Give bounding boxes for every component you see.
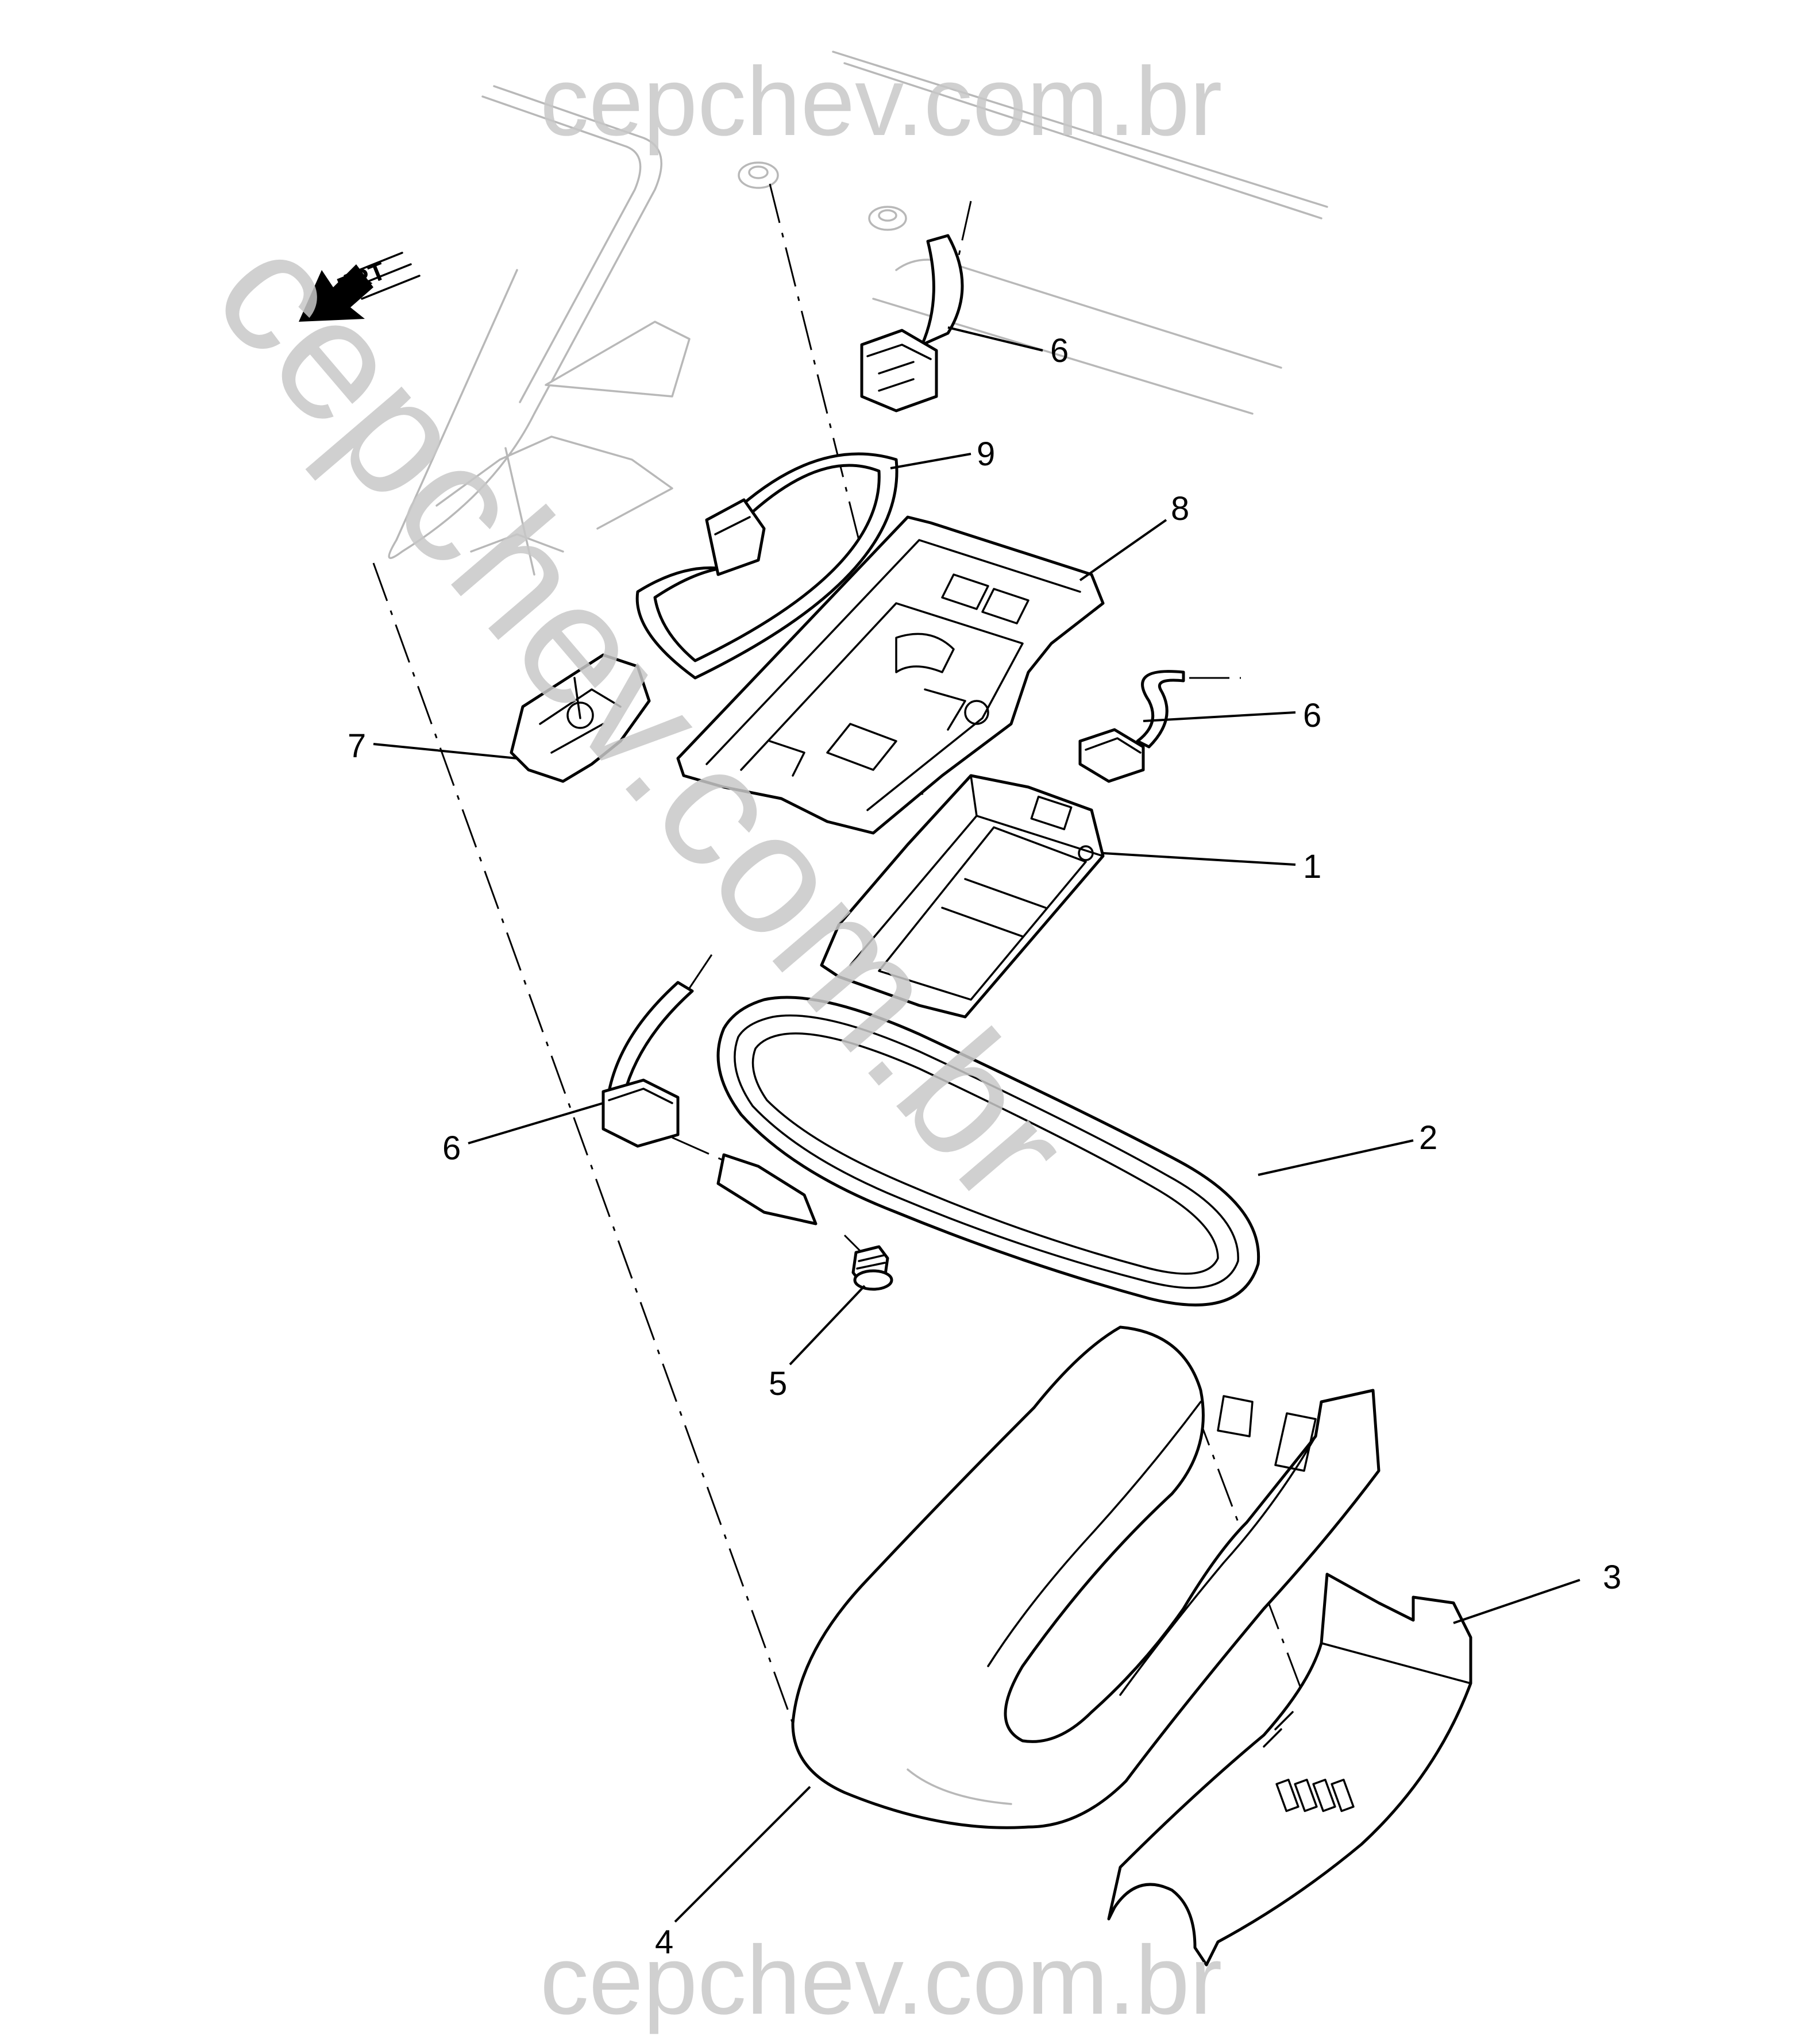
watermark-top: cepchev.com.br [540, 47, 1222, 156]
callout-2: 2 [1419, 1119, 1437, 1157]
part-7-sensor-bracket [510, 653, 651, 783]
part-2-mirror-glass [716, 996, 1260, 1306]
part-8-mounting-bracket [676, 515, 1105, 835]
leader-lines [373, 326, 1580, 1923]
callout-labels: 6 9 8 6 7 1 6 2 5 3 4 [348, 332, 1621, 1961]
part-5-screw [851, 1245, 893, 1291]
front-arrow-icon [299, 264, 373, 322]
part-1-module-housing [820, 774, 1105, 1019]
part-4-lower-cover [791, 1325, 1381, 1829]
part-9-wire-harness [635, 452, 899, 680]
callout-4: 4 [655, 1923, 673, 1961]
callout-9: 9 [977, 435, 995, 473]
part-3-rear-cover [1107, 1572, 1472, 1967]
callout-8: 8 [1171, 490, 1189, 527]
callout-6-lower: 6 [442, 1130, 461, 1167]
callout-6-right: 6 [1303, 697, 1321, 734]
watermark-bottom: cepchev.com.br [540, 1926, 1222, 2035]
callout-1: 1 [1303, 848, 1321, 885]
callout-7: 7 [348, 727, 366, 765]
part-6-harness-lower [601, 981, 694, 1148]
callout-6-upper: 6 [1050, 332, 1069, 369]
part-6-harness-right [1078, 670, 1185, 783]
vent-slots [1275, 1778, 1355, 1813]
callout-3: 3 [1603, 1559, 1621, 1596]
part-6-harness-upper [860, 234, 964, 413]
callout-5: 5 [769, 1365, 787, 1402]
